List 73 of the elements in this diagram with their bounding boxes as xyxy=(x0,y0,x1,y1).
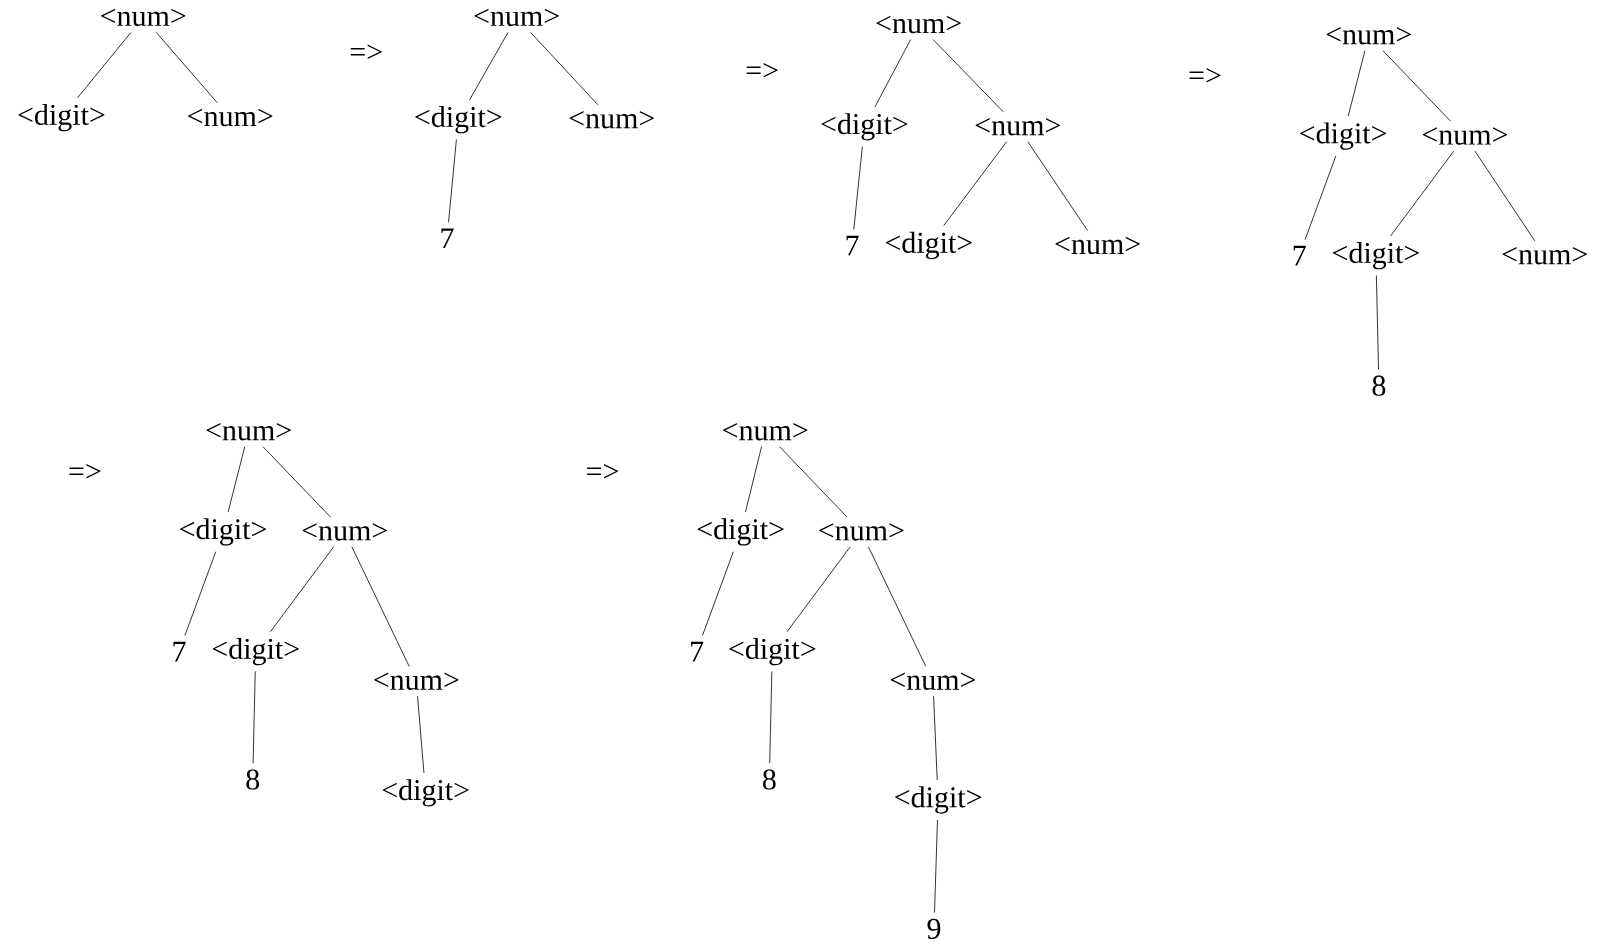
tree-label: 8 xyxy=(246,769,260,790)
tree-line xyxy=(469,31,509,101)
tree-label: <digit> xyxy=(885,231,972,260)
tree-line xyxy=(1375,275,1379,370)
tree-line xyxy=(932,39,1004,113)
tree-label: <num> xyxy=(1422,127,1508,145)
tree-label: <num> xyxy=(374,672,459,691)
tree-label: <digit> xyxy=(895,786,982,814)
tree-line xyxy=(227,446,246,513)
tree-label: <num> xyxy=(302,523,387,541)
tree-label: <num> xyxy=(188,108,273,127)
tree-label: <digit> xyxy=(729,637,816,666)
tree-line xyxy=(417,695,425,774)
tree-label: 7 xyxy=(173,641,186,662)
tree-label: <digit> xyxy=(1300,122,1387,150)
tree-line xyxy=(155,31,218,104)
tree-line xyxy=(270,546,334,633)
tree-label: <num> xyxy=(1326,27,1411,45)
tree-line xyxy=(702,551,734,636)
tree-line xyxy=(262,446,331,518)
tree-label: 7 xyxy=(846,235,859,256)
tree-line xyxy=(934,819,938,913)
tree-line xyxy=(1027,141,1088,231)
tree-label: 7 xyxy=(1293,245,1306,266)
tree-line xyxy=(943,141,1007,227)
derivation-arrow: => xyxy=(746,63,778,78)
tree-label: <num> xyxy=(723,422,808,441)
derivation-arrow: => xyxy=(587,464,618,479)
tree-line xyxy=(77,31,132,99)
tree-label: <digit> xyxy=(1333,242,1419,270)
tree-line xyxy=(448,139,457,223)
tree-label: 8 xyxy=(762,769,776,790)
tree-line xyxy=(868,546,927,667)
tree-label: 9 xyxy=(927,918,941,939)
tree-line xyxy=(786,546,851,633)
tree-line xyxy=(1474,150,1536,242)
tree-label: 7 xyxy=(691,641,704,662)
tree-line xyxy=(1304,155,1337,241)
tree-line xyxy=(184,551,217,636)
tree-label: <num> xyxy=(819,523,904,541)
tree-label: <digit> xyxy=(697,518,784,546)
tree-line xyxy=(853,146,863,230)
tree-label: <num> xyxy=(890,672,976,691)
tree-label: <num> xyxy=(206,422,291,441)
tree-label: <num> xyxy=(876,15,961,34)
tree-line xyxy=(252,671,256,764)
tree-label: 7 xyxy=(441,228,454,249)
tree-label: <digit> xyxy=(382,779,469,807)
tree-line xyxy=(351,546,410,667)
tree-label: <num> xyxy=(101,8,186,27)
tree-line xyxy=(1382,50,1451,122)
tree-line xyxy=(1347,50,1366,117)
tree-line xyxy=(779,446,848,518)
tree-label: <digit> xyxy=(821,113,908,141)
tree-label: <digit> xyxy=(415,106,502,134)
tree-line xyxy=(530,31,599,106)
tree-line xyxy=(874,39,912,108)
tree-label: <num> xyxy=(474,8,559,27)
derivation-arrow: => xyxy=(350,44,382,60)
derivation-arrow: => xyxy=(1189,68,1221,83)
tree-label: <digit> xyxy=(18,103,105,132)
derivation-arrow: => xyxy=(69,464,101,479)
tree-label: <num> xyxy=(569,110,654,129)
tree-label: <num> xyxy=(1502,246,1587,265)
tree-label: <digit> xyxy=(180,518,266,546)
tree-line xyxy=(1390,150,1455,237)
tree-line xyxy=(769,671,773,764)
tree-line xyxy=(933,695,938,781)
tree-line xyxy=(745,446,762,513)
tree-label: <num> xyxy=(1055,236,1140,255)
tree-label: 8 xyxy=(1372,375,1386,396)
tree-label: <num> xyxy=(975,118,1060,136)
tree-label: <digit> xyxy=(212,637,299,666)
